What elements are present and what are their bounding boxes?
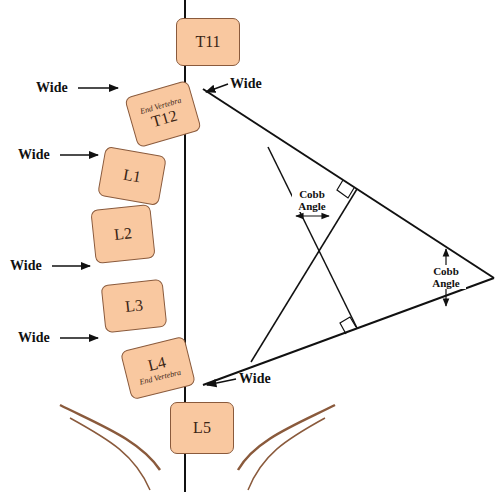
vertebra: L5 <box>170 402 234 454</box>
wide-label: Wide <box>239 371 271 386</box>
wide-label: Wide <box>18 330 50 345</box>
vertebra-name: L3 <box>124 296 144 316</box>
vertebra: T11 <box>176 18 240 66</box>
wide-label: Wide <box>230 76 262 91</box>
vertebra: L3 <box>101 279 168 333</box>
vertebra-name: T11 <box>195 33 220 51</box>
vertebra: L1 <box>97 146 167 206</box>
vertebra: End VertebraT12 <box>124 80 202 148</box>
wide-label: Wide <box>10 258 42 273</box>
vertebra-name: L2 <box>113 224 133 244</box>
wide-label: Wide <box>36 80 68 95</box>
vertebra-name: L5 <box>193 419 211 437</box>
wide-label: Wide <box>18 147 50 162</box>
angle-label: Cobb Angle <box>292 188 332 212</box>
vertebra: L2 <box>90 204 155 264</box>
angle-label: Cobb Angle <box>426 265 466 289</box>
vertebra-name: L1 <box>122 166 143 187</box>
